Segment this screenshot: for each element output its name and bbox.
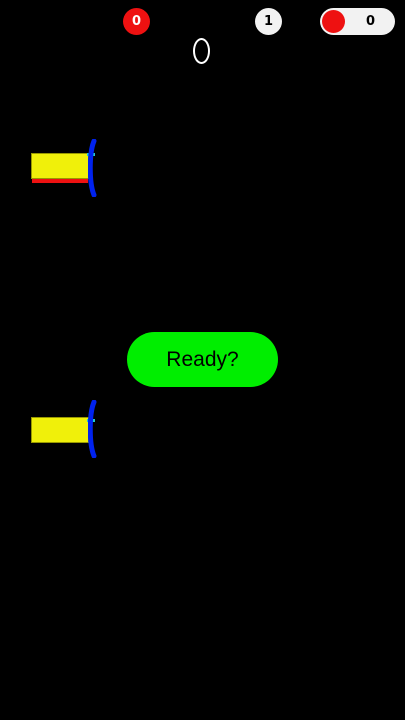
toggle-knob[interactable] bbox=[322, 10, 345, 33]
ready-button-label: Ready? bbox=[166, 347, 239, 371]
cannon-bottom[interactable] bbox=[30, 400, 100, 460]
red-score-badge: 0 bbox=[123, 8, 150, 35]
cannon-arc-icon bbox=[88, 400, 97, 458]
red-score-value: 0 bbox=[131, 14, 142, 29]
cannon-shadow bbox=[32, 179, 88, 183]
cannon-barrel bbox=[31, 417, 89, 443]
white-score-value: 1 bbox=[263, 14, 274, 29]
white-score-badge: 1 bbox=[255, 8, 282, 35]
cannon-top[interactable] bbox=[30, 139, 100, 199]
ball-outline-icon bbox=[193, 38, 210, 64]
cannon-barrel bbox=[31, 153, 89, 179]
cannon-arc-icon bbox=[88, 139, 97, 197]
ready-button[interactable]: Ready? bbox=[127, 332, 278, 387]
player-toggle[interactable]: 0 bbox=[320, 8, 395, 35]
toggle-count: 0 bbox=[365, 14, 375, 29]
